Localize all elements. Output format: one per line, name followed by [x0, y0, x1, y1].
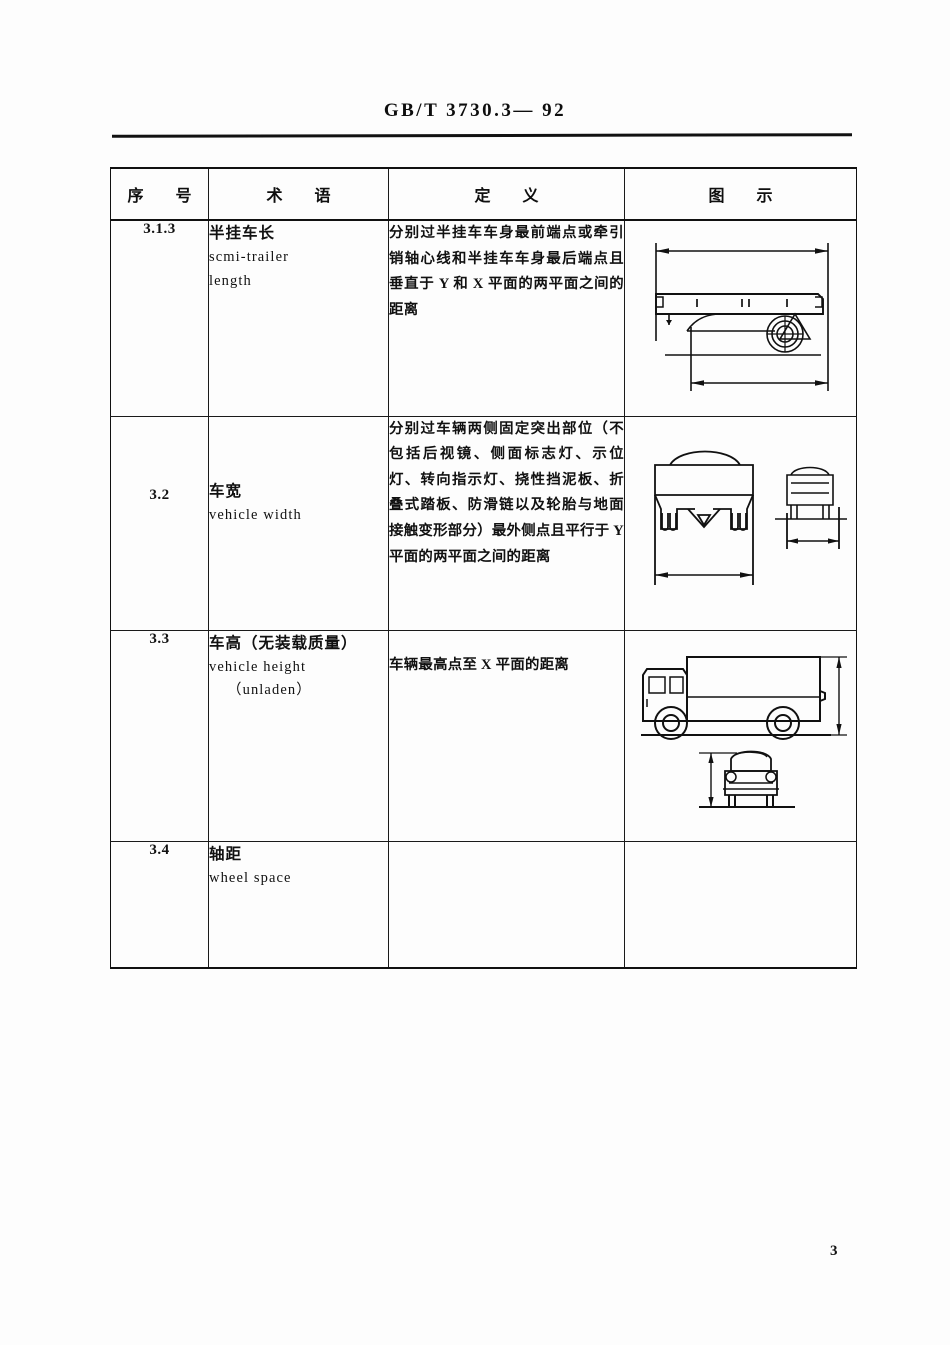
row-definition: 车辆最高点至 X 平面的距离 — [388, 629, 625, 842]
row-illustration — [624, 219, 857, 417]
row-term: 轴距 wheel space — [208, 840, 389, 969]
term-chinese: 车高（无装载质量） — [209, 634, 358, 652]
row-definition: 分别过半挂车车身最前端点或牵引销轴心线和半挂车车身最后端点且垂直于 Y 和 X … — [388, 219, 625, 417]
vehicle-height-figure — [625, 631, 856, 840]
terminology-table: 序 号 术 语 定 义 图 示 3.1.3 — [110, 167, 857, 969]
row-illustration — [624, 629, 857, 842]
column-header-illustration: 图 示 — [624, 167, 857, 221]
term-english-line2: length — [209, 272, 252, 289]
table-row: 3.1.3 半挂车长 scmi-trailer length 分别过半挂车车身最… — [110, 219, 857, 417]
page-number: 3 — [830, 1243, 838, 1259]
row-definition — [388, 840, 625, 969]
standard-number-header: GB/T 3730.3— 92 — [383, 100, 567, 121]
column-header-term: 术 语 — [208, 167, 389, 221]
term-english-line2: （unladen） — [227, 682, 312, 699]
row-serial-number: 3.3 — [110, 629, 209, 842]
term-chinese: 车宽 — [209, 482, 243, 500]
vehicle-width-figure — [625, 417, 856, 629]
term-english: wheel space — [209, 869, 292, 886]
term-chinese: 轴距 — [209, 845, 243, 863]
term-english: vehicle width — [209, 506, 302, 523]
row-term: 车高（无装载质量） vehicle height （unladen） — [208, 629, 389, 842]
row-term: 半挂车长 scmi-trailer length — [208, 219, 389, 417]
row-illustration — [624, 840, 857, 969]
column-header-serial: 序 号 — [110, 167, 209, 221]
row-illustration — [624, 415, 857, 631]
term-english: vehicle height — [209, 658, 307, 675]
row-serial-number: 3.1.3 — [110, 219, 209, 417]
header-rule — [111, 133, 853, 138]
table-row: 3.4 轴距 wheel space — [110, 840, 857, 969]
term-chinese: 半挂车长 — [209, 225, 276, 242]
semi-trailer-length-figure — [625, 221, 856, 415]
term-english: scmi-trailer — [209, 249, 290, 266]
column-header-definition: 定 义 — [388, 167, 625, 221]
row-serial-number: 3.2 — [110, 415, 209, 631]
row-serial-number: 3.4 — [110, 840, 209, 969]
row-term: 车宽 vehicle width — [208, 415, 389, 631]
table-header-row: 序 号 术 语 定 义 图 示 — [110, 167, 857, 221]
table-row: 3.3 车高（无装载质量） vehicle height （unladen） 车… — [110, 629, 857, 842]
row-definition: 分别过车辆两侧固定突出部位（不包括后视镜、侧面标志灯、示位灯、转向指示灯、挠性挡… — [388, 415, 625, 631]
table-row: 3.2 车宽 vehicle width 分别过车辆两侧固定突出部位（不包括后视… — [110, 415, 857, 631]
terminology-table-wrapper: 序 号 术 语 定 义 图 示 3.1.3 — [110, 167, 857, 969]
